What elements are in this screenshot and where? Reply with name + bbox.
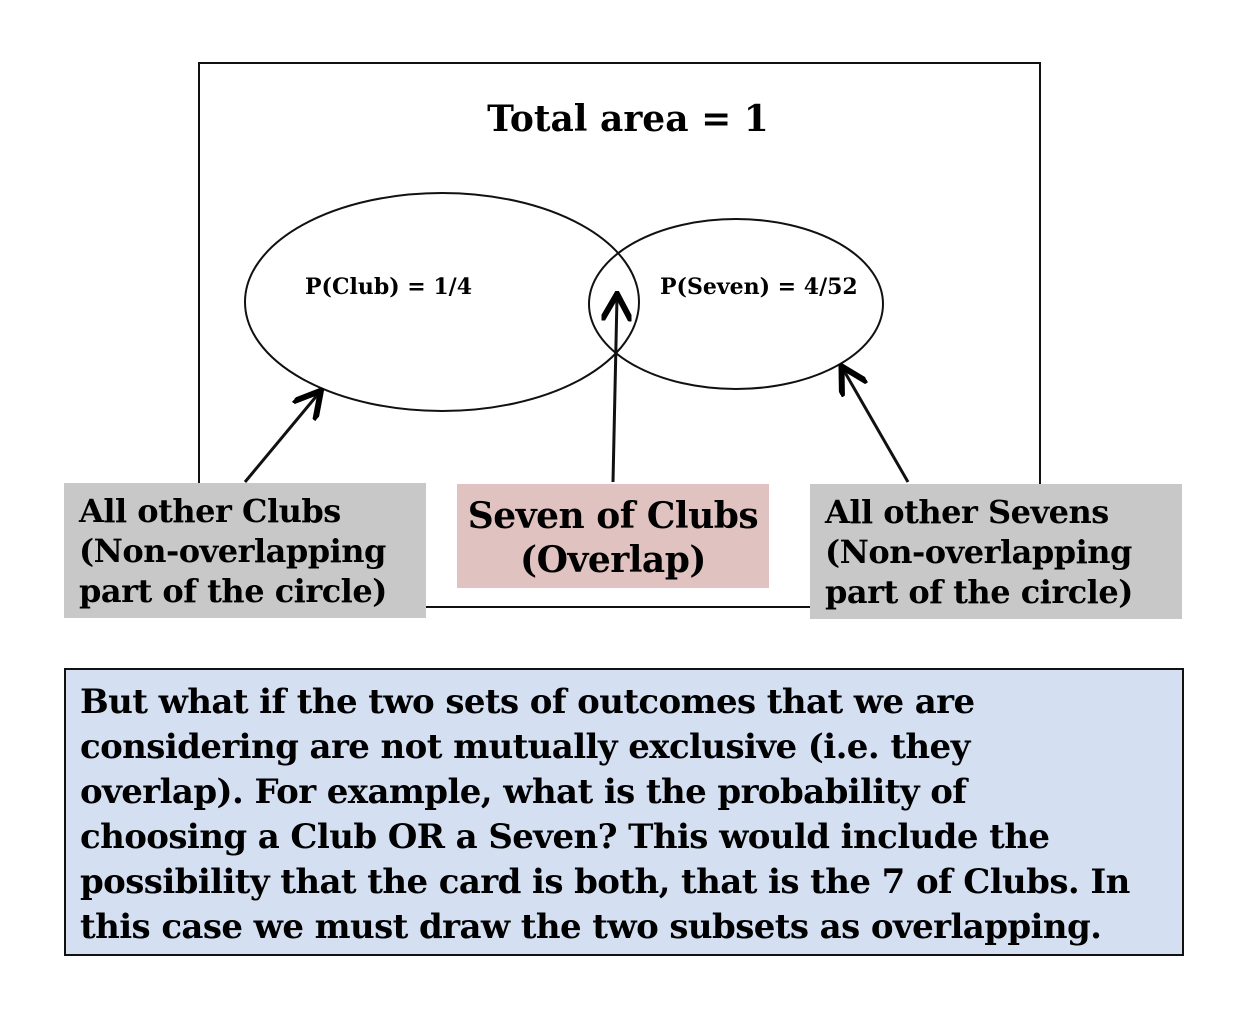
club-circle (244, 192, 640, 412)
arrow-right (843, 369, 910, 483)
callout-line: (Non-overlapping (79, 532, 386, 570)
callout-line: part of the circle) (79, 572, 387, 610)
callout-line: All other Sevens (825, 493, 1109, 531)
explanation-line: choosing a Club OR a Seven? This would i… (80, 817, 1050, 857)
callout-line: part of the circle) (825, 573, 1133, 611)
diagram-title: Total area = 1 (487, 98, 769, 140)
sample-space-rect (198, 62, 1041, 608)
callout-line: All other Clubs (79, 492, 341, 530)
explanation-line: considering are not mutually exclusive (… (80, 727, 970, 767)
arrow-middle (613, 297, 617, 483)
callout-other-clubs: All other Clubs (Non-overlapping part of… (64, 483, 426, 618)
explanation-line: But what if the two sets of outcomes tha… (80, 682, 975, 722)
explanation-line: possibility that the card is both, that … (80, 862, 1130, 902)
seven-circle (588, 218, 884, 390)
seven-probability-label: P(Seven) = 4/52 (660, 274, 858, 300)
explanation-line: this case we must draw the two subsets a… (80, 907, 1102, 947)
club-probability-label: P(Club) = 1/4 (305, 274, 473, 300)
callout-line: Seven of Clubs (467, 495, 759, 537)
arrow-left (243, 393, 319, 483)
callout-other-sevens: All other Sevens (Non-overlapping part o… (810, 484, 1182, 619)
explanation-line: overlap). For example, what is the proba… (80, 772, 967, 812)
explanation-box: But what if the two sets of outcomes tha… (64, 668, 1184, 956)
callout-overlap: Seven of Clubs (Overlap) (457, 484, 769, 588)
callout-line: (Overlap) (520, 539, 706, 581)
callout-line: (Non-overlapping (825, 533, 1132, 571)
